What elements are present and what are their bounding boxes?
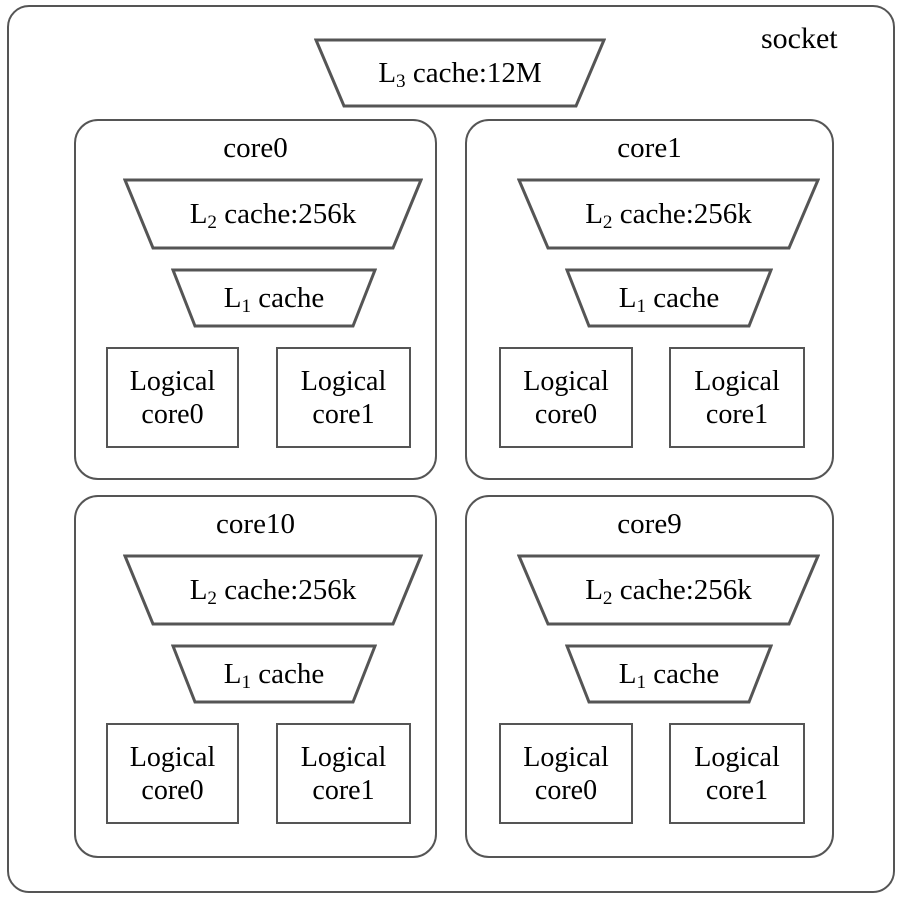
l1-cache-shape — [171, 268, 377, 328]
l2-cache-trapezoid: L2 cache:256k — [517, 178, 820, 250]
logical-core-line1: Logical — [129, 741, 216, 773]
logical-core-line2: core1 — [312, 774, 375, 806]
logical-core-line1: Logical — [523, 741, 609, 773]
core-title: core9 — [617, 508, 682, 540]
logical-core-line1: Logical — [300, 365, 387, 397]
logical-core-box: Logical core1 — [276, 347, 411, 448]
logical-core-line1: Logical — [523, 365, 609, 397]
logical-core-line2: core0 — [534, 398, 598, 430]
logical-core-line2: core0 — [534, 774, 598, 806]
l2-cache-shape — [123, 554, 423, 626]
l1-cache-trapezoid: L1 cache — [171, 268, 377, 328]
l1-cache-trapezoid: L1 cache — [171, 644, 377, 704]
l1-cache-shape — [565, 268, 773, 328]
logical-core-line1: Logical — [694, 365, 780, 397]
core-title: core0 — [223, 132, 288, 164]
l3-cache-shape — [314, 38, 606, 108]
l1-cache-shape — [171, 644, 377, 704]
logical-core-line2: core1 — [705, 398, 769, 430]
l2-cache-shape — [123, 178, 423, 250]
l2-cache-trapezoid: L2 cache:256k — [123, 554, 423, 626]
logical-core-box: Logical core1 — [669, 347, 805, 448]
l1-cache-trapezoid: L1 cache — [565, 268, 773, 328]
l2-cache-shape — [517, 178, 820, 250]
logical-core-line2: core1 — [705, 774, 769, 806]
l1-cache-trapezoid: L1 cache — [565, 644, 773, 704]
l2-cache-trapezoid: L2 cache:256k — [123, 178, 423, 250]
logical-core-line1: Logical — [694, 741, 780, 773]
logical-core-box: Logical core0 — [499, 723, 633, 824]
logical-core-box: Logical core0 — [106, 723, 239, 824]
core-title: core1 — [617, 132, 682, 164]
logical-core-line2: core1 — [312, 398, 375, 430]
core-panel-core0: core0 L2 cache:256k L1 cache Logical — [74, 119, 437, 480]
l3-cache-trapezoid: L3 cache:12M — [314, 38, 606, 108]
core-panel-core1: core1 L2 cache:256k L1 cache Logical — [465, 119, 834, 480]
logical-core-line1: Logical — [129, 365, 216, 397]
logical-core-box: Logical core0 — [499, 347, 633, 448]
socket-label: socket — [761, 22, 838, 55]
logical-core-box: Logical core0 — [106, 347, 239, 448]
logical-core-line1: Logical — [300, 741, 387, 773]
logical-core-line2: core0 — [141, 398, 204, 430]
logical-core-line2: core0 — [141, 774, 204, 806]
logical-core-box: Logical core1 — [276, 723, 411, 824]
l2-cache-shape — [517, 554, 820, 626]
logical-core-box: Logical core1 — [669, 723, 805, 824]
l1-cache-shape — [565, 644, 773, 704]
socket-container: socket L3 cache:12M core0 L2 cache:256k — [7, 5, 895, 893]
core-panel-core9: core9 L2 cache:256k L1 cache Logical — [465, 495, 834, 858]
core-title: core10 — [216, 508, 295, 540]
core-panel-core10: core10 L2 cache:256k L1 cache Logical — [74, 495, 437, 858]
l2-cache-trapezoid: L2 cache:256k — [517, 554, 820, 626]
